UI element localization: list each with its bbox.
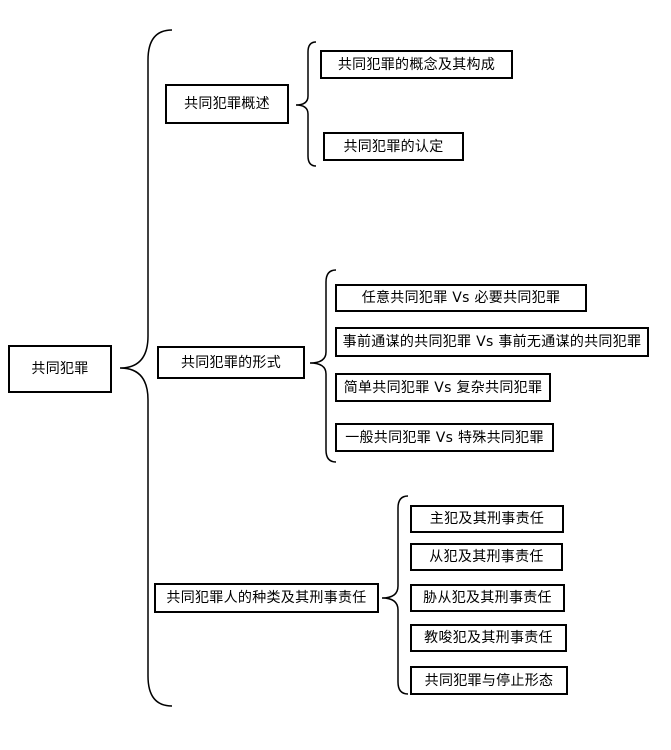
leaf-node: 一般共同犯罪 Vs 特殊共同犯罪 bbox=[335, 423, 554, 452]
branch-node-label: 共同犯罪的形式 bbox=[180, 354, 282, 371]
leaf-node: 从犯及其刑事责任 bbox=[410, 543, 563, 571]
branch-node-offenders: 共同犯罪人的种类及其刑事责任 bbox=[154, 583, 379, 613]
leaf-node-label: 共同犯罪与停止形态 bbox=[424, 672, 554, 689]
branch-node-label: 共同犯罪人的种类及其刑事责任 bbox=[166, 590, 367, 606]
leaf-node-label: 任意共同犯罪 Vs 必要共同犯罪 bbox=[361, 290, 561, 306]
leaf-node-label: 共同犯罪的概念及其构成 bbox=[337, 56, 496, 73]
leaf-node-label: 主犯及其刑事责任 bbox=[429, 511, 545, 527]
leaf-node-label: 事前通谋的共同犯罪 Vs 事前无通谋的共同犯罪 bbox=[342, 334, 642, 350]
branch2-brace bbox=[309, 269, 337, 463]
leaf-node-label: 简单共同犯罪 Vs 复杂共同犯罪 bbox=[343, 379, 543, 396]
leaf-node: 共同犯罪的概念及其构成 bbox=[320, 50, 513, 79]
leaf-node: 胁从犯及其刑事责任 bbox=[410, 584, 565, 612]
leaf-node: 主犯及其刑事责任 bbox=[410, 505, 564, 533]
leaf-node-label: 共同犯罪的认定 bbox=[343, 138, 444, 155]
branch-node-forms: 共同犯罪的形式 bbox=[157, 346, 305, 379]
leaf-node: 共同犯罪与停止形态 bbox=[410, 666, 568, 695]
leaf-node-label: 胁从犯及其刑事责任 bbox=[423, 590, 552, 606]
leaf-node: 共同犯罪的认定 bbox=[323, 132, 464, 161]
branch1-brace bbox=[295, 41, 317, 167]
root-node-label: 共同犯罪 bbox=[31, 361, 89, 377]
branch-node-overview: 共同犯罪概述 bbox=[165, 84, 289, 124]
branch-node-label: 共同犯罪概述 bbox=[184, 96, 270, 112]
leaf-node-label: 教唆犯及其刑事责任 bbox=[424, 630, 553, 646]
leaf-node-label: 从犯及其刑事责任 bbox=[429, 549, 544, 565]
leaf-node: 简单共同犯罪 Vs 复杂共同犯罪 bbox=[335, 373, 551, 402]
leaf-node-label: 一般共同犯罪 Vs 特殊共同犯罪 bbox=[345, 429, 544, 446]
branch3-brace bbox=[381, 495, 409, 695]
leaf-node: 任意共同犯罪 Vs 必要共同犯罪 bbox=[335, 284, 587, 312]
leaf-node: 事前通谋的共同犯罪 Vs 事前无通谋的共同犯罪 bbox=[335, 327, 649, 357]
leaf-node: 教唆犯及其刑事责任 bbox=[410, 624, 567, 652]
root-node: 共同犯罪 bbox=[8, 345, 112, 393]
root-brace bbox=[119, 29, 173, 707]
